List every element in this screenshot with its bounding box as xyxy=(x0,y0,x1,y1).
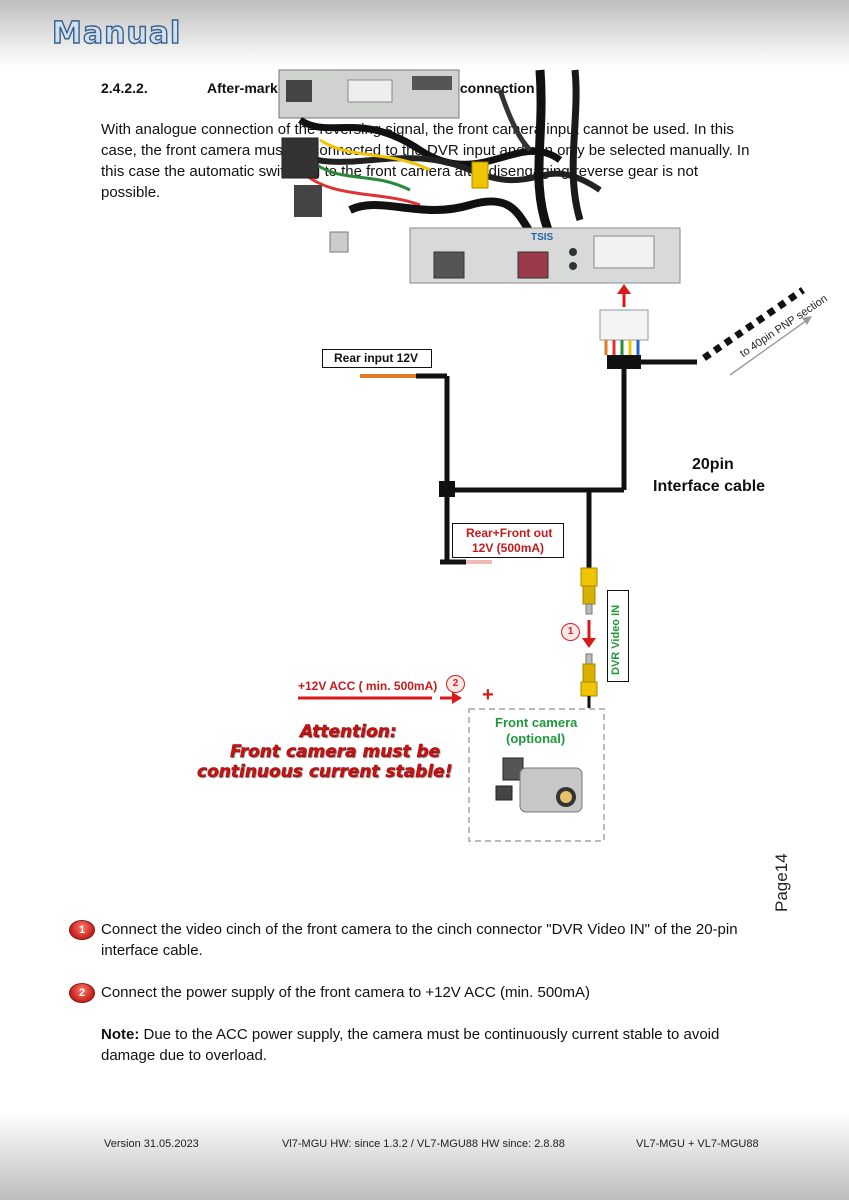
footer-hw: Vl7-MGU HW: since 1.3.2 / VL7-MGU88 HW s… xyxy=(282,1138,565,1150)
attention-line3: continuous current stable! xyxy=(197,762,453,782)
step1-text: Connect the video cinch of the front cam… xyxy=(101,921,738,959)
attention-line2: Front camera must be xyxy=(230,742,441,762)
acc-label: +12V ACC ( min. 500mA) xyxy=(298,679,438,693)
page-footer: Version 31.05.2023 Vl7-MGU HW: since 1.3… xyxy=(0,1112,849,1200)
manual-logo: Manual xyxy=(51,15,182,51)
arrow-up-head xyxy=(617,284,631,294)
step2-badge: 2 xyxy=(69,983,95,1003)
camera-box xyxy=(468,708,605,842)
footer-model: VL7-MGU + VL7-MGU88 xyxy=(636,1138,759,1150)
module-label: TSIS xyxy=(531,232,554,243)
note-text: Due to the ACC power supply, the camera … xyxy=(101,1026,720,1064)
rear-front-out-box: Rear+Front out 12V (500mA) xyxy=(452,523,564,558)
acc-arrow-icon xyxy=(452,692,462,704)
attention-title: Attention: xyxy=(300,722,397,742)
front-camera-optional: (optional) xyxy=(506,731,566,746)
footer-version: Version 31.05.2023 xyxy=(104,1138,199,1150)
camera-cinch-connector xyxy=(580,653,598,708)
product-photo xyxy=(278,69,681,284)
plus-sign: + xyxy=(482,684,494,706)
step2-small-badge: 2 xyxy=(446,675,465,693)
dvr-video-in-box: DVR Video IN xyxy=(607,590,629,682)
page-number: Page14 xyxy=(772,853,791,912)
page-header: Manual xyxy=(0,0,849,70)
note-label: Note: xyxy=(101,1026,140,1043)
camera-icon xyxy=(495,757,583,813)
dvr-cinch-connector xyxy=(580,567,598,615)
section-number: 2.4.2.2. xyxy=(101,80,148,96)
connector-plug xyxy=(599,309,649,341)
step1-badge: 1 xyxy=(69,920,95,940)
front-camera-label: Front camera xyxy=(495,715,578,730)
note-paragraph: Note: Due to the ACC power supply, the c… xyxy=(101,1024,741,1066)
rear-input-box: Rear input 12V xyxy=(322,349,432,368)
cable-label-name: Interface cable xyxy=(653,478,766,495)
step1-small-badge: 1 xyxy=(561,623,580,641)
cable-label-pin: 20pin xyxy=(692,456,734,473)
step2-text: Connect the power supply of the front ca… xyxy=(101,984,590,1001)
